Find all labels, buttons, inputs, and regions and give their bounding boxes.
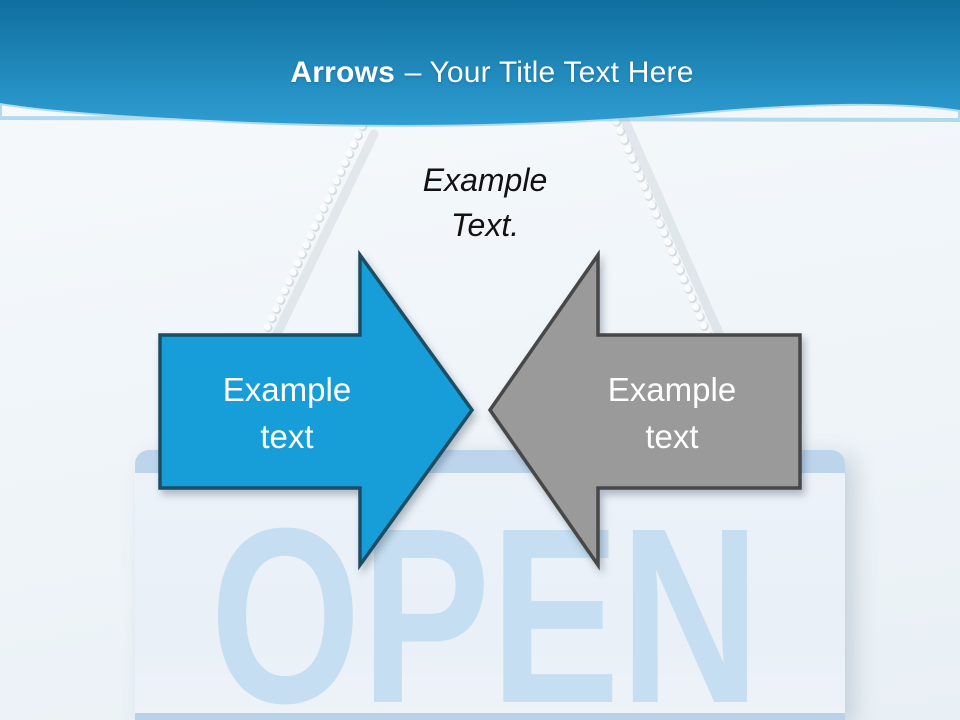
slide-title-rest: – Your Title Text Here bbox=[404, 56, 694, 89]
sign-chains bbox=[259, 108, 726, 343]
open-sign-text: OPEN bbox=[210, 476, 760, 720]
slide-title: Arrows – Your Title Text Here bbox=[12, 54, 960, 92]
header-band bbox=[0, 0, 960, 127]
ball-chain-right-icon bbox=[608, 108, 726, 343]
arrow-left-label: Example text bbox=[222, 371, 352, 455]
annotation-text: Example Text. bbox=[422, 162, 548, 243]
open-sign-bottom-bar bbox=[135, 713, 845, 720]
slide-title-bold: Arrows bbox=[290, 56, 395, 89]
arrow-right-label: Example text bbox=[607, 371, 737, 455]
ball-chain-left-icon bbox=[259, 122, 379, 343]
open-sign-card: OPEN bbox=[135, 450, 845, 720]
open-sign-word-graphic: OPEN bbox=[210, 476, 760, 720]
arrow-right-pointing-shape bbox=[158, 249, 475, 571]
band-shape bbox=[0, 0, 960, 125]
arrow-left-pointing-shape bbox=[487, 249, 802, 571]
